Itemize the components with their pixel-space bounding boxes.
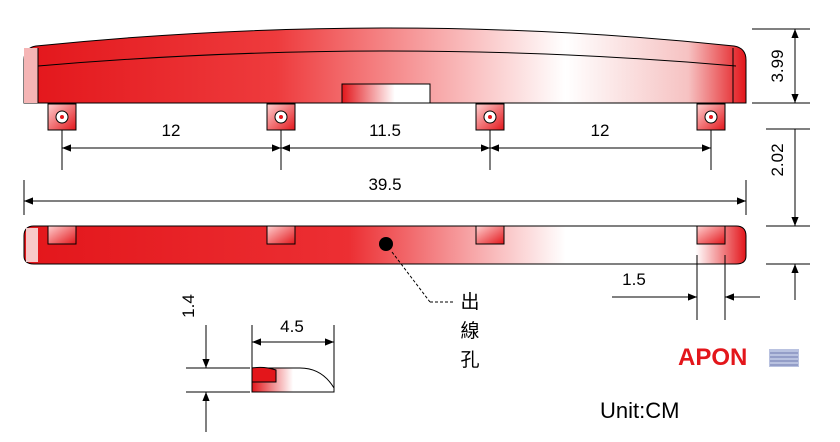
unit-label: Unit:CM (600, 398, 679, 423)
front-view (23, 225, 747, 265)
cable-exit-hole (379, 237, 393, 251)
dim-profile-width: 4.5 (280, 317, 304, 336)
callout-char-3: 孔 (460, 349, 479, 371)
front-tab-4 (696, 225, 726, 245)
mounting-tab-3 (475, 103, 505, 131)
mounting-tab-1 (47, 103, 77, 131)
total-length-dim: 39.5 (23, 175, 747, 215)
end-width-dim: 1.5 (612, 255, 760, 320)
mounting-tab-2 (266, 103, 296, 131)
dim-gap3: 12 (591, 121, 610, 140)
profile-lip (251, 366, 277, 383)
callout-char-2: 線 (460, 320, 479, 342)
mounting-tab-4 (696, 103, 726, 131)
front-left-highlight (26, 228, 38, 262)
brand-name: APON (678, 344, 747, 371)
hole-spacing-dims: 12 11.5 12 (61, 121, 712, 170)
callout-char-1: 出 (460, 291, 479, 313)
dim-profile-height: 1.4 (179, 294, 198, 318)
dim-gap1: 12 (162, 121, 181, 140)
front-tab-3 (475, 225, 505, 245)
dim-total-length: 39.5 (368, 175, 401, 194)
dim-height-top: 3.99 (768, 49, 787, 82)
brand-logo: APON (678, 344, 799, 371)
center-slot (341, 83, 431, 104)
top-view (23, 27, 747, 131)
front-tab-2 (266, 225, 296, 245)
dim-end-width: 1.5 (622, 270, 646, 289)
top-bar-inner-curve (37, 50, 737, 67)
profile-view: 4.5 1.4 (179, 294, 335, 432)
right-vertical-dims: 3.99 2.02 (752, 28, 810, 300)
dim-gap2: 11.5 (369, 121, 401, 140)
front-tab-1 (47, 225, 77, 245)
cable-exit-callout: 出 線 孔 (391, 251, 480, 371)
left-end-cap (24, 48, 38, 103)
dim-height-mid: 2.02 (768, 143, 787, 176)
brand-mark (769, 349, 799, 367)
